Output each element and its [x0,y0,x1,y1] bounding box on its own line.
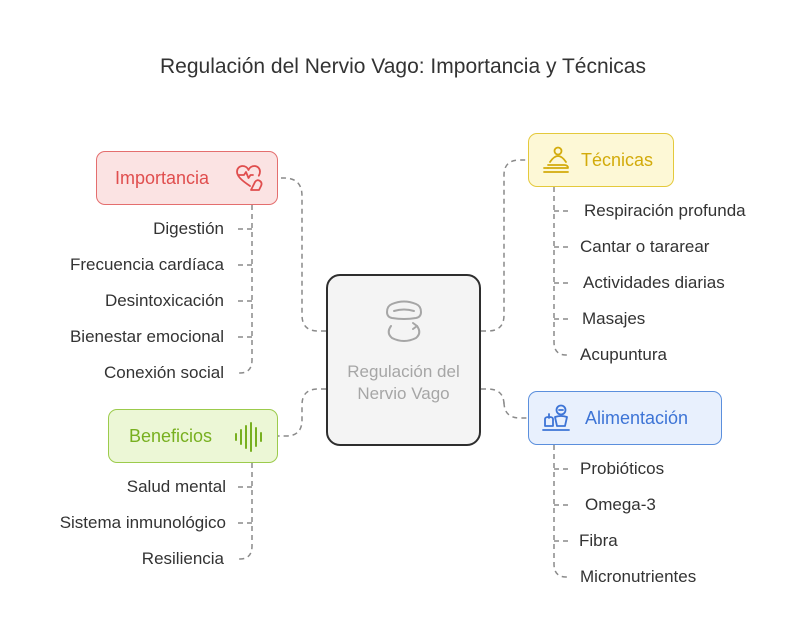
category-label: Alimentación [585,407,689,428]
nutrition-icon [541,404,571,439]
category-label: Importancia [115,167,210,188]
list-item-importancia-2: Frecuencia cardíaca [69,255,224,274]
list-item-importancia-3: Desintoxicación [104,291,224,310]
list-item-importancia-1: Digestión [153,219,224,238]
category-label: Beneficios [129,425,213,446]
list-item-tecnicas-2: Cantar o tararear [580,237,710,256]
vagus-nerve-icon [380,296,428,349]
list-item-alimentacion-1: Probióticos [580,459,665,478]
category-beneficios[interactable]: Beneficios [108,409,278,463]
list-item-tecnicas-5: Acupuntura [580,345,667,364]
category-alimentacion[interactable]: Alimentación [528,391,722,445]
list-item-alimentacion-4: Micronutrientes [580,567,697,586]
list-item-tecnicas-1: Respiración profunda [584,201,746,220]
list-item-alimentacion-3: Fibra [579,531,618,550]
center-node[interactable]: Regulación del Nervio Vago [326,274,481,446]
list-item-beneficios-3: Resiliencia [141,549,224,568]
center-label: Regulación del Nervio Vago [347,362,460,403]
category-tecnicas[interactable]: Técnicas [528,133,674,187]
list-item-beneficios-1: Salud mental [126,477,226,496]
list-item-tecnicas-3: Actividades diarias [583,273,725,292]
heart-arm-icon [235,164,265,199]
connector-alimentacion [481,388,528,419]
category-label: Técnicas [581,149,654,170]
meditation-icon [541,146,571,181]
connector-importancia [278,177,326,332]
category-importancia[interactable]: Importancia [96,151,278,205]
list-item-importancia-4: Bienestar emocional [69,327,224,346]
connector-beneficios [278,388,326,437]
list-item-alimentacion-2: Omega-3 [585,495,656,514]
list-item-tecnicas-4: Masajes [582,309,646,328]
sound-wave-icon [233,422,265,457]
list-item-importancia-5: Conexión social [103,363,224,382]
list-item-beneficios-2: Sistema inmunológico [59,513,226,532]
connector-tecnicas [481,159,528,332]
page-title: Regulación del Nervio Vago: Importancia … [160,55,646,78]
